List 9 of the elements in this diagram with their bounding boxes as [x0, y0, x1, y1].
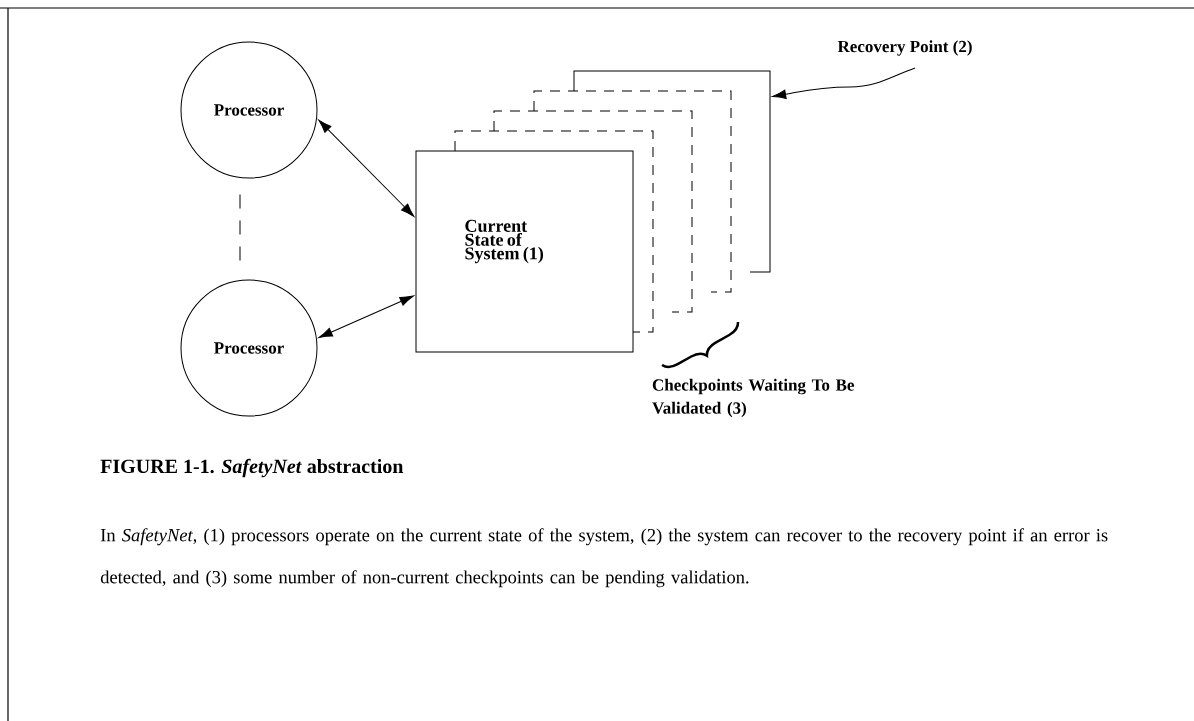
brace-label: Checkpoints Waiting To Be Validated (3): [652, 378, 854, 418]
arrow: [318, 119, 415, 217]
arrow: [772, 67, 916, 99]
state-box: Current State of System (1): [415, 150, 634, 353]
recovery-page: [573, 70, 771, 273]
caption: In SafetyNet, (1) processors operate on the current state of the system, (2) the system can recover to the recovery point if an error is detected, and (3) some number of non-current checkpoints can be pending validation.: [100, 528, 1108, 588]
recovery-label: Recovery Point (2): [837, 40, 972, 56]
arrow: [318, 295, 414, 338]
figure-title: FIGURE 1-1. SafetyNet abstraction: [100, 458, 404, 478]
